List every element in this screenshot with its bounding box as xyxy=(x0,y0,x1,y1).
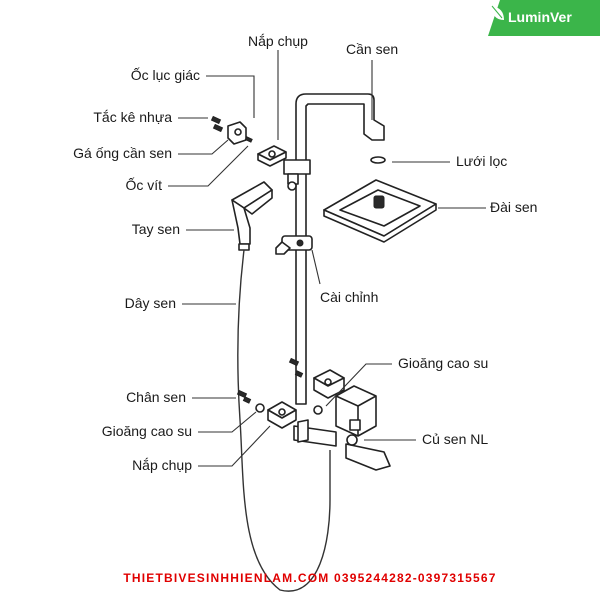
rubber-gasket-right xyxy=(313,405,323,415)
leader-gioang-cao-su-right xyxy=(325,363,392,407)
shower-hose xyxy=(237,249,331,592)
rubber-gasket-left xyxy=(255,403,265,413)
label-chan-sen: Chân sen xyxy=(126,389,186,405)
label-dai-sen: Đài sen xyxy=(490,199,537,215)
upper-wall-bracket xyxy=(283,159,311,191)
label-cai-chinh: Cài chỉnh xyxy=(320,289,378,305)
label-gioang-cao-su-right: Gioăng cao su xyxy=(398,355,488,371)
label-can-sen: Cần sen xyxy=(346,41,398,57)
leader-oc-luc-giac xyxy=(206,75,255,118)
label-nap-chup-top: Nắp chụp xyxy=(248,33,308,49)
leader-gioang-cao-su-left xyxy=(198,411,257,433)
leader-cai-chinh xyxy=(311,249,321,285)
cover-plate-bottom xyxy=(267,401,297,429)
label-oc-luc-giac: Ốc lục giác xyxy=(131,66,200,83)
label-cu-sen-nl: Củ sen NL xyxy=(422,431,488,447)
shower-arm xyxy=(295,93,385,169)
brand-badge: LuminVer xyxy=(488,0,600,36)
lower-fixings-pipe xyxy=(288,357,304,378)
cover-plate-right xyxy=(313,369,345,399)
small-fixings-top xyxy=(210,115,253,145)
label-day-sen: Dây sen xyxy=(125,295,176,311)
label-tac-ke-nhua: Tắc kê nhựa xyxy=(93,109,172,125)
filter-washer xyxy=(370,156,386,164)
label-ga-ong-can-sen: Gá ống cần sen xyxy=(73,145,172,161)
hand-shower xyxy=(231,181,273,251)
brand-badge-background xyxy=(488,0,600,36)
rain-shower-head xyxy=(323,179,437,243)
vertical-pipe xyxy=(295,167,307,405)
mixer-valve xyxy=(293,385,391,471)
footer-contact: THIETBIVESINHHIENLAM.COM 0395244282-0397… xyxy=(123,571,496,585)
leaf-icon xyxy=(491,5,504,20)
label-oc-vit: Ốc vít xyxy=(125,176,162,193)
leader-ga-ong-can-sen xyxy=(178,139,229,155)
cover-plate-top xyxy=(257,145,287,167)
label-tay-sen: Tay sen xyxy=(132,221,180,237)
wall-leg-screw xyxy=(236,389,252,404)
height-slider xyxy=(275,235,313,255)
label-nap-chup-bottom: Nắp chụp xyxy=(132,457,192,473)
brand-name: LuminVer xyxy=(508,9,572,25)
leader-nap-chup-bottom xyxy=(198,425,271,467)
leader-oc-vit xyxy=(168,145,249,187)
label-gioang-cao-su-left: Gioăng cao su xyxy=(102,423,192,439)
label-luoi-loc: Lưới lọc xyxy=(456,153,507,169)
